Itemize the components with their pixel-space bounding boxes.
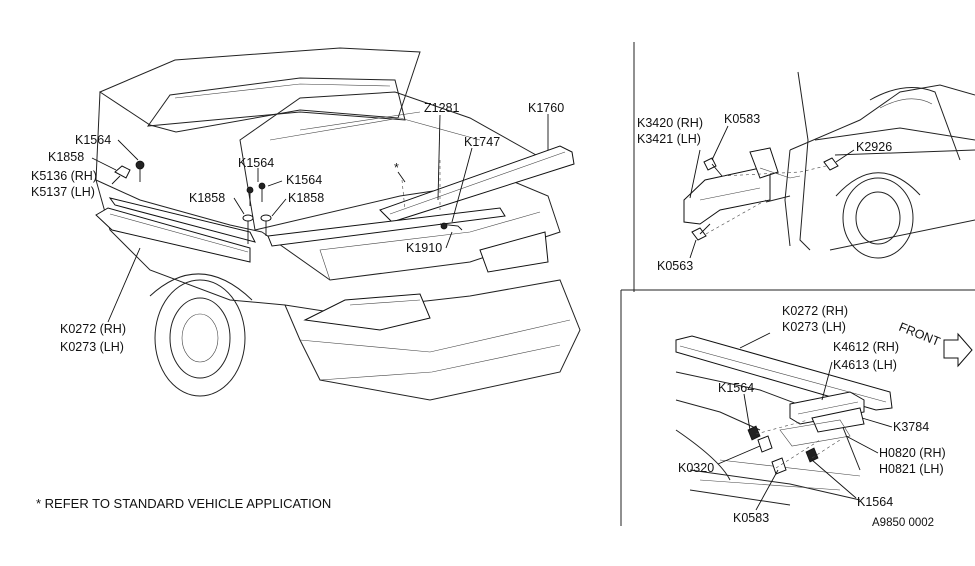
rear-spoiler — [379, 145, 575, 223]
callout-k1858-main-b: K1858 — [189, 191, 225, 205]
top-right-illustration — [683, 71, 975, 259]
bracket-k3784 — [811, 407, 865, 433]
callout-k1858-main-c: K1858 — [288, 191, 324, 205]
callout-asterisk: * — [394, 161, 399, 175]
callout-k5137: K5137 (LH) — [31, 185, 95, 199]
callout-k1564-detail-a: K1564 — [718, 381, 754, 395]
callout-k5136: K5136 (RH) — [31, 169, 97, 183]
fastener-k0320 — [757, 435, 773, 453]
callout-k0273-detail: K0273 (LH) — [782, 320, 846, 334]
callout-k1564-main-a: K1564 — [75, 133, 111, 147]
callout-k3784: K3784 — [893, 420, 929, 434]
callout-k1760: K1760 — [528, 101, 564, 115]
callout-k4612: K4612 (RH) — [833, 340, 899, 354]
callout-k2926: K2926 — [856, 140, 892, 154]
callout-k0583-top: K0583 — [724, 112, 760, 126]
quarter-body — [789, 84, 975, 151]
fastener-screws — [135, 160, 463, 244]
bottom-right-labels: K0272 (RH) K0273 (LH) FRONT K4612 (RH) K… — [678, 304, 946, 529]
clip — [114, 165, 131, 179]
callout-k3420: K3420 (RH) — [637, 116, 703, 130]
callout-k3421: K3421 (LH) — [637, 132, 701, 146]
rear-wheel — [154, 279, 246, 397]
tail-lamp-right — [479, 231, 549, 273]
callout-k0563: K0563 — [657, 259, 693, 273]
top-right-leader-lines — [689, 125, 855, 259]
wheel-top-right — [842, 177, 914, 259]
bracket-k3420 — [683, 167, 771, 225]
roof-outline — [98, 47, 421, 133]
quarter-panel — [95, 91, 286, 306]
callout-z1281: Z1281 — [424, 101, 459, 115]
fastener-k1564-b — [805, 447, 819, 463]
main-illustration — [95, 47, 581, 401]
bolt-k0583 — [703, 157, 717, 171]
callout-h0821: H0821 (LH) — [879, 462, 944, 476]
callout-k4613: K4613 (LH) — [833, 358, 897, 372]
callout-k0583-detail: K0583 — [733, 511, 769, 525]
nut-k2926 — [823, 157, 839, 171]
tail-lamp-left — [303, 293, 431, 331]
molding-bar — [675, 335, 893, 411]
callout-k1564-detail-b: K1564 — [857, 495, 893, 509]
callout-h0820: H0820 (RH) — [879, 446, 946, 460]
callout-k1858-main-a: K1858 — [48, 150, 84, 164]
top-right-labels: K3420 (RH) K3421 (LH) K0583 K2926 K0563 — [637, 112, 892, 273]
fastener-k0583 — [771, 457, 787, 475]
rear-bumper — [284, 279, 581, 401]
side-molding — [95, 207, 251, 263]
trunk-trim — [267, 207, 506, 247]
molding-strip — [108, 197, 256, 243]
bottom-right-illustration — [675, 332, 973, 506]
main-labels: K1564 K1858 K5136 (RH) K5137 (LH) K1564 … — [31, 101, 564, 511]
callout-k0272-detail: K0272 (RH) — [782, 304, 848, 318]
panel-dividers — [620, 42, 975, 526]
callout-k0320: K0320 — [678, 461, 714, 475]
bolt-k0563 — [691, 227, 707, 241]
main-leader-lines — [91, 114, 549, 323]
bottom-right-leader-lines — [717, 332, 893, 511]
diagram-code: A9850 0002 — [872, 517, 934, 529]
callout-k1564-main-b: K1564 — [238, 156, 274, 170]
callout-k0273-main: K0273 (LH) — [60, 340, 124, 354]
callout-k1747: K1747 — [464, 135, 500, 149]
callout-k0272-main: K0272 (RH) — [60, 322, 126, 336]
front-arrow-icon — [943, 332, 973, 368]
callout-k1910: K1910 — [406, 241, 442, 255]
front-label: FRONT — [897, 320, 942, 349]
callout-k1564-main-c: K1564 — [286, 173, 322, 187]
standard-vehicle-note: * REFER TO STANDARD VEHICLE APPLICATION — [36, 496, 331, 511]
fastener-k1564-a — [747, 425, 761, 441]
rear-window — [146, 77, 406, 127]
